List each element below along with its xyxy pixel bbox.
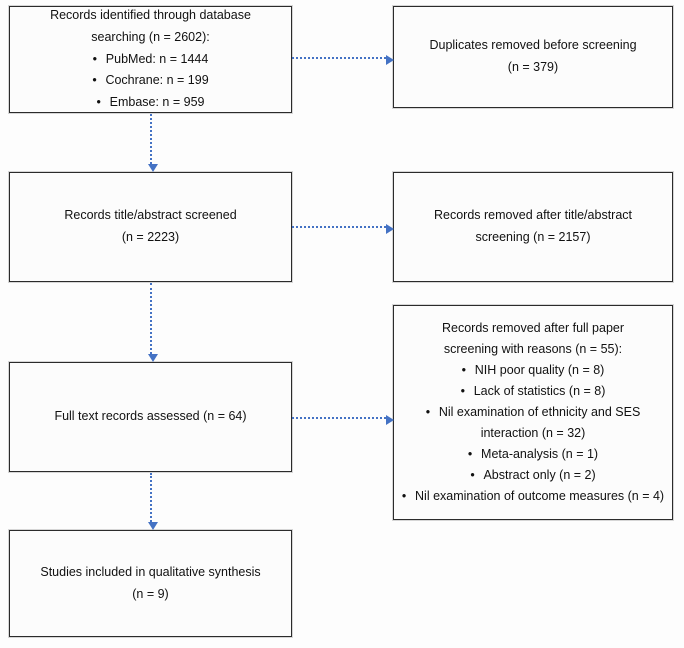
bullet-glyph: • [467,447,473,461]
bullet-text: Cochrane: n = 199 [105,73,209,88]
records-identified-bullet-pubmed: • PubMed: n = 1444 [93,49,209,71]
box-studies-included: Studies included in qualitative synthesi… [9,530,292,637]
full-text-assessed-line1: Full text records assessed (n = 64) [54,409,247,424]
box-records-screened: Records title/abstract screened (n = 222… [9,172,292,282]
bullet-glyph: • [92,51,98,66]
records-screened-line1: Records title/abstract screened [64,208,237,223]
reason-bullet-lack-of-statistics: • Lack of statistics (n = 8) [461,381,606,402]
records-screened-line2: (n = 2223) [121,230,180,244]
bullet-text: NIH poor quality (n = 8) [474,363,605,377]
bullet-text: Lack of statistics (n = 8) [473,384,606,398]
bullet-glyph: • [92,73,97,88]
reason-bullet-meta-analysis: • Meta-analysis (n = 1) [468,444,598,465]
duplicates-removed-line1: Duplicates removed before screening [429,38,637,53]
arrow-identified-to-duplicates [292,55,394,65]
bullet-glyph: • [401,489,407,503]
box-full-text-assessed: Full text records assessed (n = 64) [9,362,292,472]
records-identified-line1: Records identified through database [50,7,251,22]
records-identified-bullet-cochrane: • Cochrane: n = 199 [92,70,208,92]
bullet-glyph: • [96,95,101,110]
reason-bullet-abstract-only: • Abstract only (n = 2) [470,465,595,486]
bullet-text: Abstract only (n = 2) [483,468,596,482]
box-records-removed-title-abstract: Records removed after title/abstract scr… [393,172,673,282]
bullet-glyph: • [425,405,431,419]
studies-included-line2: (n = 9) [132,586,169,601]
bullet-glyph: • [460,384,465,398]
records-removed-ta-line2: screening (n = 2157) [475,230,591,244]
bullet-text: PubMed: n = 1444 [105,51,209,66]
arrow-identified-to-screened [148,114,158,172]
arrow-screened-to-fulltext [148,283,158,362]
bullet-text: Nil examination of ethnicity and SES int… [438,405,641,440]
box-records-removed-full-paper: Records removed after full paper screeni… [393,305,673,520]
reason-bullet-nil-ethnicity-ses: • Nil examination of ethnicity and SES in… [400,402,666,444]
records-removed-ta-line1: Records removed after title/abstract [434,208,632,223]
bullet-text: Nil examination of outcome measures (n =… [415,489,665,503]
records-removed-full-line1: Records removed after full paper [441,321,625,335]
reason-bullet-nih-poor-quality: • NIH poor quality (n = 8) [462,360,605,381]
duplicates-removed-line2: (n = 379) [507,60,559,74]
arrow-fulltext-to-removed-full-paper [292,415,394,425]
arrow-fulltext-to-included [148,473,158,530]
records-identified-line2: searching (n = 2602): [91,29,210,44]
bullet-glyph: • [470,468,475,482]
arrow-screened-to-removed-title-abstract [292,224,394,234]
reason-bullet-nil-outcome-measures: • Nil examination of outcome measures (n … [402,486,664,507]
bullet-text: Meta-analysis (n = 1) [481,447,599,461]
records-removed-full-line2: screening with reasons (n = 55): [443,342,623,356]
box-records-identified: Records identified through database sear… [9,6,292,113]
bullet-glyph: • [461,363,467,377]
bullet-text: Embase: n = 959 [109,95,205,110]
studies-included-line1: Studies included in qualitative synthesi… [40,564,261,579]
box-duplicates-removed: Duplicates removed before screening (n =… [393,6,673,108]
records-identified-bullet-embase: • Embase: n = 959 [97,92,205,114]
